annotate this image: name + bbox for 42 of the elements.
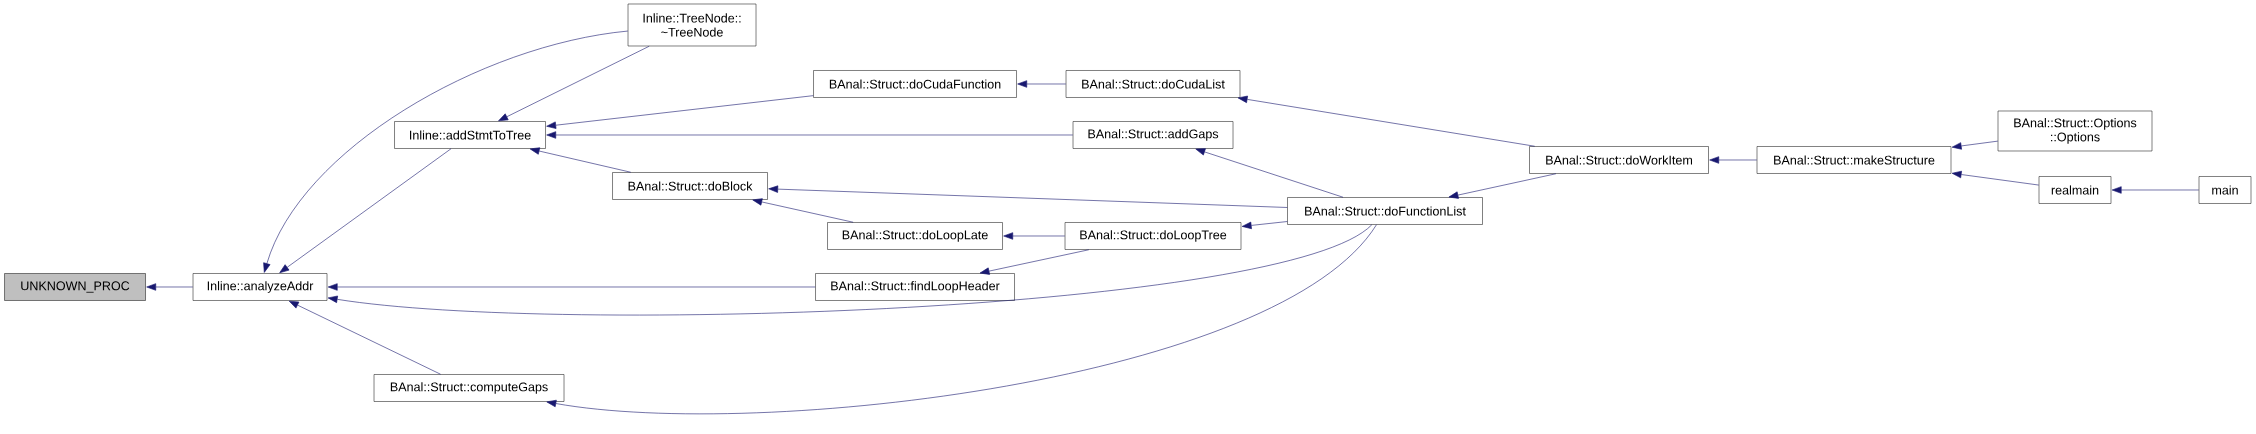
arrow xyxy=(768,185,1288,208)
arrow xyxy=(146,283,194,291)
arrow xyxy=(1017,80,1067,88)
function-box: BAnal::Struct::doCudaList xyxy=(1065,70,1241,98)
arrow xyxy=(1195,148,1344,198)
arrow xyxy=(752,198,854,223)
function-box: Inline::addStmtToTree xyxy=(394,121,546,149)
arrow xyxy=(1003,232,1066,240)
function-box: BAnal::Struct::doWorkItem xyxy=(1529,146,1709,174)
arrow xyxy=(2111,186,2200,194)
function-box: BAnal::Struct::doBlock xyxy=(612,172,768,200)
arrow xyxy=(1951,170,2040,186)
arrow xyxy=(979,249,1090,275)
arrow xyxy=(546,131,1074,139)
function-box: BAnal::Struct::doLoopLate xyxy=(827,222,1003,250)
arrow xyxy=(1237,95,1535,147)
arrow xyxy=(288,300,441,375)
function-box: BAnal::Struct::computeGaps xyxy=(373,374,565,402)
function-box: Inline::TreeNode:: ~TreeNode xyxy=(627,3,757,47)
function-box: Inline::analyzeAddr xyxy=(192,273,328,301)
function-box: BAnal::Struct::doCudaFunction xyxy=(813,70,1017,98)
function-box: UNKNOWN_PROC xyxy=(4,273,146,301)
arrow xyxy=(529,147,632,173)
arrow xyxy=(279,148,452,274)
arrow xyxy=(327,283,816,291)
function-box: realmain xyxy=(2038,176,2112,204)
arrow xyxy=(327,224,1373,316)
arrow xyxy=(1448,173,1557,199)
arrow xyxy=(263,30,629,273)
arrow xyxy=(1951,140,1999,150)
function-box: BAnal::Struct::doLoopTree xyxy=(1064,222,1242,250)
function-box: BAnal::Struct::findLoopHeader xyxy=(815,273,1015,301)
function-box: BAnal::Struct::Options ::Options xyxy=(1997,110,2153,152)
function-box: BAnal::Struct::makeStructure xyxy=(1756,146,1952,174)
arrow xyxy=(546,95,814,129)
arrow xyxy=(498,45,650,122)
arrow xyxy=(546,224,1377,415)
function-box: BAnal::Struct::addGaps xyxy=(1072,121,1234,149)
arrow xyxy=(1241,221,1288,230)
arrow xyxy=(1709,156,1758,164)
function-box: BAnal::Struct::doFunctionList xyxy=(1287,197,1483,225)
function-box: main xyxy=(2198,176,2252,204)
